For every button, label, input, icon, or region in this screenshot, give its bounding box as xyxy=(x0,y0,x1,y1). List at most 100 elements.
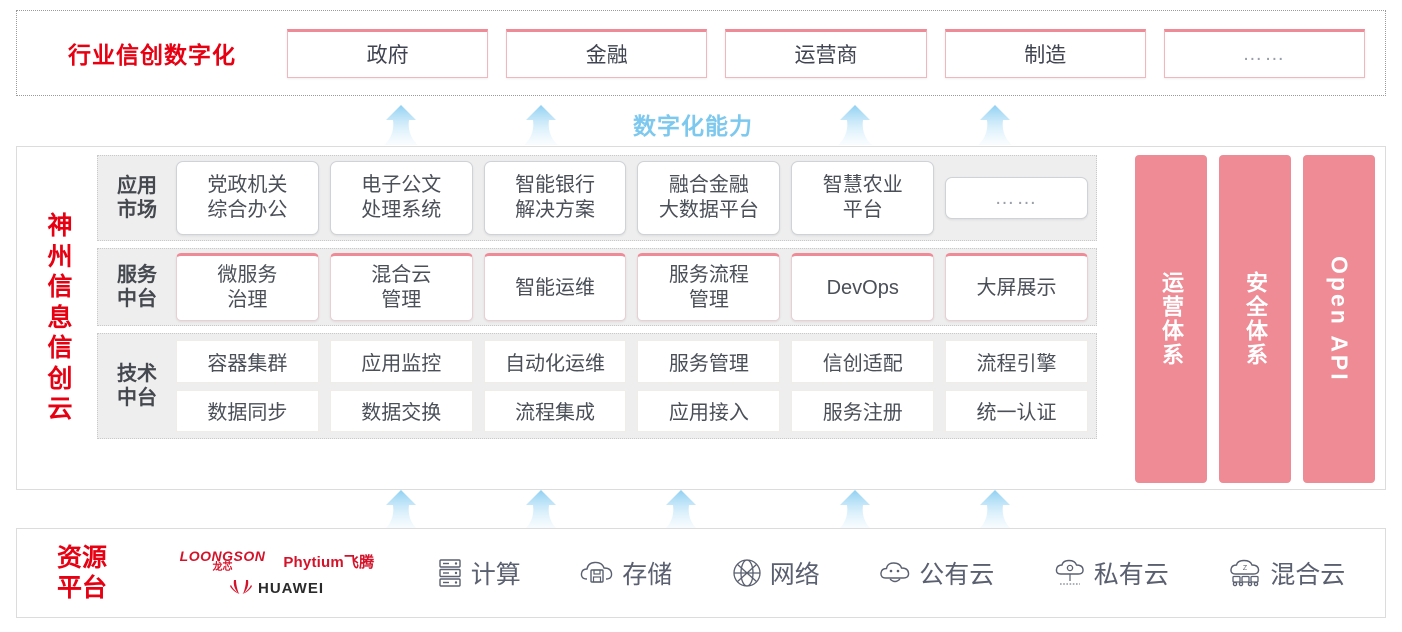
layer-label-line: 应用 xyxy=(117,175,157,197)
resource-item-label: 公有云 xyxy=(919,561,995,589)
huawei-logo: HUAWEI xyxy=(230,579,324,597)
technical-platform-row: 容器集群 应用监控 自动化运维 服务管理 信创适配 流程引擎 xyxy=(176,340,1088,383)
service-platform-items: 微服务 治理 混合云 管理 智能运维 服务流程 管理 DevOps xyxy=(168,253,1088,321)
pillar-open-api[interactable]: Open API xyxy=(1303,155,1375,483)
up-arrow-icon xyxy=(384,490,418,530)
tech-card-app-monitoring[interactable]: 应用监控 xyxy=(329,340,473,383)
industry-box-manufacturing[interactable]: 制造 xyxy=(944,28,1146,78)
layer-label-service-platform: 服务 中台 xyxy=(106,255,168,319)
cross-cutting-pillars: 运营体系 安全体系 Open API xyxy=(1135,155,1375,483)
resource-item-label: 网络 xyxy=(769,561,820,589)
cloud-title-char: 云 xyxy=(47,395,73,424)
digital-capability-label: 数字化能力 xyxy=(633,113,753,139)
tech-card-process-engine[interactable]: 流程引擎 xyxy=(945,340,1088,383)
application-market-items: 党政机关 综合办公 电子公文 处理系统 智能银行 解决方案 融合金融 大数据平台… xyxy=(168,161,1088,235)
up-arrow-icon xyxy=(978,490,1012,530)
layer-label-line: 服务 xyxy=(117,264,157,286)
up-arrow-icon xyxy=(838,490,872,530)
vendor-logo-row: LOONGSON 龙芯 Phytium飞腾 xyxy=(180,549,375,573)
loongson-logo: LOONGSON 龙芯 xyxy=(180,549,266,573)
layer-label-line: 中台 xyxy=(117,387,157,409)
resource-item-label: 计算 xyxy=(470,561,521,589)
svc-card-microservice-governance[interactable]: 微服务 治理 xyxy=(176,253,319,321)
resource-item-private-cloud[interactable]: 私有云 xyxy=(1054,555,1169,591)
svc-card-service-process-mgmt[interactable]: 服务流程 管理 xyxy=(637,253,781,321)
industry-box-government[interactable]: 政府 xyxy=(287,28,489,78)
card-line: DevOps xyxy=(826,276,899,299)
card-line: 大屏展示 xyxy=(976,276,1057,299)
tech-card-app-access[interactable]: 应用接入 xyxy=(637,389,781,432)
technical-platform-row: 数据同步 数据交换 流程集成 应用接入 服务注册 统一认证 xyxy=(176,389,1088,432)
private-cloud-icon xyxy=(1055,559,1084,585)
app-card-e-document[interactable]: 电子公文 处理系统 xyxy=(329,161,473,235)
industry-box-more[interactable]: …… xyxy=(1163,28,1366,78)
card-line: 平台 xyxy=(842,199,883,221)
card-line: 微服务 xyxy=(217,264,278,286)
svc-card-devops[interactable]: DevOps xyxy=(791,253,935,321)
layer-label-technical-platform: 技术 中台 xyxy=(106,340,168,432)
app-card-gov-office[interactable]: 党政机关 综合办公 xyxy=(176,161,319,235)
pillar-label: Open API xyxy=(1326,255,1353,383)
cloud-platform-panel: 神 州 信 息 信 创 云 应用 市场 党政机关 综合办公 电子公文 处理系统 xyxy=(16,146,1386,490)
card-line: 管理 xyxy=(381,289,422,311)
app-card-more[interactable]: …… xyxy=(945,176,1088,220)
resource-item-network[interactable]: 网络 xyxy=(732,555,820,591)
huawei-logo-text: HUAWEI xyxy=(258,579,324,597)
cloud-platform-title: 神 州 信 息 信 创 云 xyxy=(17,147,97,489)
layer-technical-platform: 技术 中台 容器集群 应用监控 自动化运维 服务管理 信创适配 流程引擎 数据同… xyxy=(97,333,1097,439)
card-line: 处理系统 xyxy=(361,199,442,221)
layer-label-line: 技术 xyxy=(117,363,157,385)
up-arrow-icon xyxy=(384,105,418,145)
layer-label-line: 市场 xyxy=(117,199,157,221)
resource-platform-title: 资源 平台 xyxy=(17,543,147,604)
resource-arrow-strip xyxy=(0,490,1402,530)
network-mesh-icon xyxy=(733,559,761,587)
tech-card-container-cluster[interactable]: 容器集群 xyxy=(176,340,319,383)
svc-card-large-screen-display[interactable]: 大屏展示 xyxy=(945,253,1088,321)
tech-card-service-registry[interactable]: 服务注册 xyxy=(791,389,935,432)
app-card-smart-bank[interactable]: 智能银行 解决方案 xyxy=(483,161,627,235)
resource-item-label: 私有云 xyxy=(1093,561,1169,589)
cloud-title-char: 信 xyxy=(47,334,73,363)
tech-card-xinchuang-adaptation[interactable]: 信创适配 xyxy=(791,340,935,383)
layer-application-market: 应用 市场 党政机关 综合办公 电子公文 处理系统 智能银行 解决方案 融合金融 xyxy=(97,155,1097,241)
pillar-label: 安全体系 xyxy=(1242,271,1268,367)
resource-title-line: 平台 xyxy=(56,574,107,602)
card-line: 党政机关 xyxy=(207,174,288,196)
server-rack-icon xyxy=(439,559,461,587)
card-line: 治理 xyxy=(227,289,268,311)
app-card-smart-agriculture[interactable]: 智慧农业 平台 xyxy=(791,161,935,235)
card-line: 智慧农业 xyxy=(822,174,903,196)
svc-card-hybrid-cloud-mgmt[interactable]: 混合云 管理 xyxy=(329,253,473,321)
tech-card-process-integration[interactable]: 流程集成 xyxy=(483,389,627,432)
cloud-title-char: 息 xyxy=(47,303,73,332)
tech-card-automated-ops[interactable]: 自动化运维 xyxy=(483,340,627,383)
tech-card-data-sync[interactable]: 数据同步 xyxy=(176,389,319,432)
vendor-logo-group: LOONGSON 龙芯 Phytium飞腾 HUAWEI xyxy=(147,549,407,597)
tech-card-service-mgmt[interactable]: 服务管理 xyxy=(637,340,781,383)
resource-item-compute[interactable]: 计算 xyxy=(437,555,521,591)
industry-band: 行业信创数字化 政府 金融 运营商 制造 …… xyxy=(16,10,1386,96)
industry-box-finance[interactable]: 金融 xyxy=(506,28,708,78)
resource-item-hybrid-cloud[interactable]: Z 混合云 xyxy=(1228,555,1345,591)
cloud-title-char: 州 xyxy=(47,242,73,271)
svc-card-intelligent-ops[interactable]: 智能运维 xyxy=(483,253,627,321)
card-line: 融合金融 xyxy=(668,174,749,196)
tech-card-data-exchange[interactable]: 数据交换 xyxy=(329,389,473,432)
industry-box-telecom[interactable]: 运营商 xyxy=(725,28,927,78)
up-arrow-icon xyxy=(524,105,558,145)
hybrid-cloud-icon: Z xyxy=(1230,559,1260,587)
svg-text:Z: Z xyxy=(1243,565,1248,572)
pillar-label: 运营体系 xyxy=(1158,271,1184,367)
tech-card-unified-auth[interactable]: 统一认证 xyxy=(945,389,1088,432)
pillar-operations-system[interactable]: 运营体系 xyxy=(1135,155,1207,483)
app-card-finance-bigdata[interactable]: 融合金融 大数据平台 xyxy=(637,161,781,235)
pillar-security-system[interactable]: 安全体系 xyxy=(1219,155,1291,483)
card-line: 智能银行 xyxy=(515,174,596,196)
public-cloud-icon xyxy=(880,562,910,583)
up-arrow-icon xyxy=(838,105,872,145)
card-line: 混合云 xyxy=(371,264,432,286)
vendor-logo-row: HUAWEI xyxy=(230,579,324,597)
resource-item-storage[interactable]: 存储 xyxy=(580,555,672,591)
resource-item-public-cloud[interactable]: 公有云 xyxy=(879,555,994,591)
